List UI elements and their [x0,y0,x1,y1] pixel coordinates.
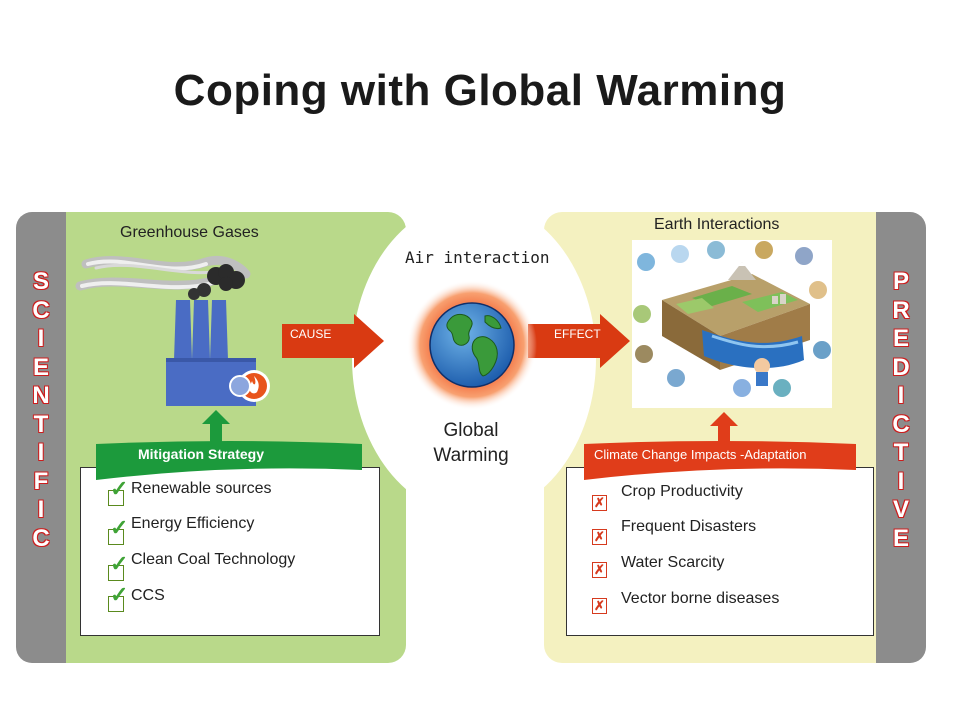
checkmark: ✓ [110,476,129,501]
letter: I [897,467,905,495]
predictive-letters: P R E D I C T I V E [876,268,926,553]
mitigation-strategy-label: Mitigation Strategy [138,446,265,462]
checkbox-tick-icon [108,596,124,612]
checkbox-cross-icon: ✗ [592,529,607,545]
letter: E [32,353,49,381]
effect-arrow [528,314,630,368]
letter: P [892,268,909,295]
letter: E [892,524,909,552]
letter: I [37,325,45,352]
scientific-letters: S C I E N T I F I C [16,268,66,553]
cause-arrow [282,314,384,368]
letter: T [893,439,909,466]
letter: N [32,382,50,409]
adaptation-item: Frequent Disasters [621,518,757,535]
globe-icon [407,280,537,410]
checkbox-tick-icon [108,565,124,581]
checkbox-cross-icon: ✗ [592,562,607,578]
adaptation-list-box [566,467,874,636]
mitigation-item: CCS [131,587,165,604]
letter: T [33,410,49,438]
checkbox-cross-icon: ✗ [592,598,607,614]
factory-icon [75,256,270,406]
greenhouse-gases-heading: Greenhouse Gases [120,224,259,241]
checkmark: ✓ [110,582,129,607]
earth-interactions-illustration [632,240,832,408]
adaptation-item: Vector borne diseases [621,590,780,607]
earth-interactions-heading: Earth Interactions [654,216,780,233]
letter: I [897,382,905,409]
mitigation-item: Clean Coal Technology [131,551,296,568]
adaptation-item: Water Scarcity [621,554,725,571]
predictive-strip [876,212,926,663]
checkbox-cross-icon: ✗ [592,495,607,511]
mitigation-banner [96,441,362,480]
checkmark: ✓ [110,551,129,576]
letter: S [32,268,49,295]
letter: C [32,524,50,552]
checkbox-tick-icon [108,529,124,545]
adaptation-up-arrow [710,412,738,454]
climate-impacts-label: Climate Change Impacts -Adaptation [594,447,807,462]
checkmark: ✓ [110,515,129,540]
mitigation-up-arrow [202,410,230,452]
letter: R [892,296,910,324]
air-interaction-label: Air interaction [405,248,550,267]
adaptation-banner [584,441,856,480]
page-title: Coping with Global Warming [173,66,787,115]
letter: I [37,496,45,523]
mitigation-list-box [80,467,380,636]
mitigation-item: Renewable sources [131,480,272,497]
letter: F [33,467,49,495]
global-warming-label: Global Warming [418,418,524,468]
scientific-strip [16,212,66,663]
mitigation-item: Energy Efficiency [131,515,255,532]
letter: C [892,410,910,438]
adaptation-item: Crop Productivity [621,483,743,500]
letter: C [32,296,50,324]
effect-label: EFFECT [554,327,601,341]
global-warming-line1: Global [443,420,499,441]
letter: D [892,353,910,381]
letter: V [892,496,909,523]
letter: I [37,439,45,466]
checkbox-tick-icon [108,490,124,506]
global-warming-line2: Warming [433,445,509,466]
cause-label: CAUSE [290,327,332,341]
letter: E [892,325,909,352]
